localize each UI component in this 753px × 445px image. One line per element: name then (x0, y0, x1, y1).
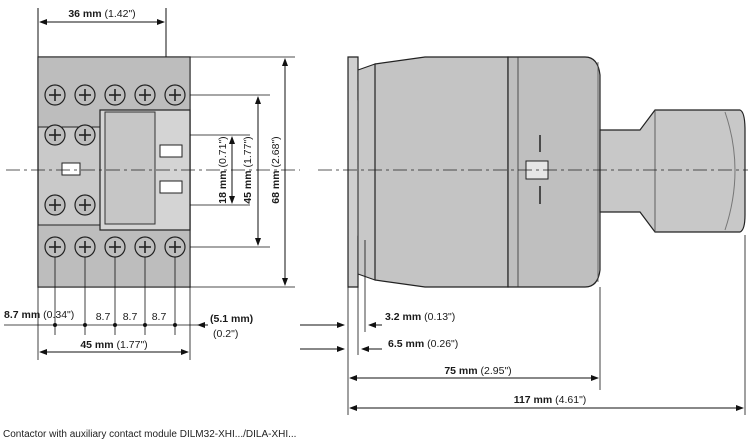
dim-18mm: 18 mm (217, 170, 229, 203)
dim-117mm: 117 mm (514, 394, 553, 406)
pitch-label-3: 8.7 (152, 311, 167, 323)
svg-text:117 mm (4.61"): 117 mm (4.61") (514, 394, 587, 406)
dim-68mm: 68 mm (270, 170, 282, 203)
dim-45mm-h-in: (1.77") (117, 339, 148, 351)
pitch-label-1: 8.7 (96, 311, 111, 323)
side-view: 3.2 mm (0.13") 6.5 mm (0.26") 75 mm (2.9… (300, 56, 748, 415)
figure-caption: Contactor with auxiliary contact module … (3, 429, 297, 440)
dim-6-5mm-in: (0.26") (427, 338, 458, 350)
svg-text:18 mm (0.71"): 18 mm (0.71") (217, 136, 229, 203)
dim-75mm: 75 mm (444, 365, 477, 377)
dim-75mm-in: (2.95") (481, 365, 512, 377)
dim-45mm-h: 45 mm (80, 339, 113, 351)
dim-6-5mm: 6.5 mm (388, 338, 424, 350)
dim-36mm-in: (1.42") (105, 8, 136, 20)
svg-text:6.5 mm (0.26"): 6.5 mm (0.26") (388, 338, 458, 350)
dim-5-1mm-in: (0.2") (213, 328, 238, 340)
dim-3-2mm-in: (0.13") (424, 311, 455, 323)
dim-18mm-in: (0.71") (217, 136, 229, 167)
dim-36mm: 36 mm (68, 8, 101, 20)
svg-text:36 mm (1.42"): 36 mm (1.42") (68, 8, 135, 20)
dim-45mm-v-in: (1.77") (242, 136, 254, 167)
dim-8-7mm: 8.7 mm (4, 309, 40, 321)
dim-8-7mm-in: (0.34") (43, 309, 74, 321)
svg-text:75 mm (2.95"): 75 mm (2.95") (444, 365, 511, 377)
front-view: 36 mm (1.42") (4, 8, 300, 360)
dim-3-2mm: 3.2 mm (385, 311, 421, 323)
svg-text:45 mm (1.77"): 45 mm (1.77") (242, 136, 254, 203)
svg-text:3.2 mm (0.13"): 3.2 mm (0.13") (385, 311, 455, 323)
svg-text:8.7 mm (0.34"): 8.7 mm (0.34") (4, 309, 74, 321)
dim-45mm-v: 45 mm (242, 170, 254, 203)
svg-text:68 mm (2.68"): 68 mm (2.68") (270, 136, 282, 203)
dim-68mm-in: (2.68") (270, 136, 282, 167)
svg-text:45 mm (1.77"): 45 mm (1.77") (80, 339, 147, 351)
dimension-drawing: 36 mm (1.42") (4, 8, 748, 415)
dim-5-1mm: (5.1 mm) (210, 313, 253, 325)
pitch-label-2: 8.7 (123, 311, 138, 323)
dim-117mm-in: (4.61") (555, 394, 586, 406)
